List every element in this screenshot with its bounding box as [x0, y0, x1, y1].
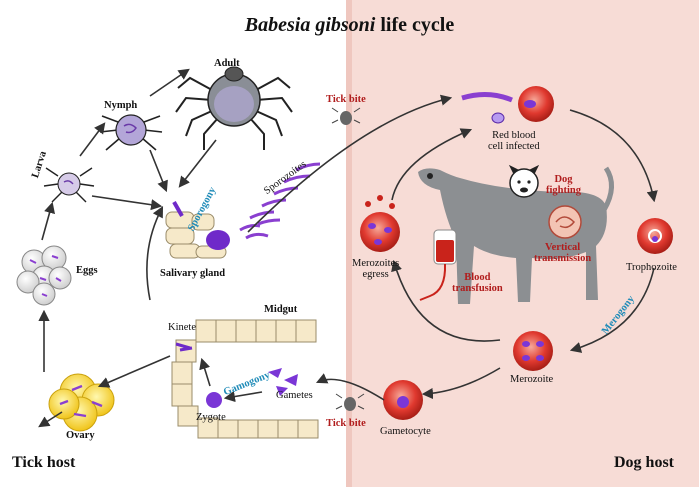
merozoites-egress-icon: [360, 195, 400, 252]
tick-cycle-arrows: [38, 68, 263, 428]
vertical-transmission-icon: [548, 205, 582, 239]
adult-tick-icon: [175, 66, 293, 150]
blood-bag-icon: [419, 229, 457, 301]
tick-host-label: Tick host: [12, 454, 76, 471]
kinete-label: Kinete: [168, 322, 196, 333]
tick-bite-label-top: Tick bite: [326, 94, 366, 105]
title-species: Babesia gibsoni: [244, 14, 376, 36]
merozoite-icon: [513, 331, 553, 371]
larva-tick-icon: [43, 167, 95, 203]
gametes-label: Gametes: [276, 390, 313, 401]
dog-host-label: Dog host: [614, 454, 675, 471]
salivary-gland-label: Salivary gland: [160, 268, 226, 279]
dog-cycle-arrows: [247, 94, 658, 401]
zygote-icon: [206, 392, 222, 408]
trophozoite-icon: [637, 218, 673, 254]
tick-bite-icon-top: [331, 107, 361, 125]
ovary-label: Ovary: [66, 430, 95, 441]
nymph-label: Nymph: [104, 100, 138, 111]
diagram-title: Babesia gibsoni life cycle: [0, 14, 699, 37]
ovary-icon: [48, 373, 115, 432]
gametes-icon: [268, 368, 298, 396]
merozoites-egress-label: Merozoites egress: [352, 258, 400, 280]
midgut-label: Midgut: [264, 304, 298, 315]
title-rest: life cycle: [375, 14, 455, 36]
eggs-cluster-icon: [16, 245, 72, 306]
vertical-transmission-label: Vertical transmission: [534, 242, 592, 264]
dog-fighting-icon: [508, 164, 540, 198]
zygote-label: Zygote: [196, 412, 226, 423]
rbc-infected-icon: [461, 86, 554, 124]
dog-fighting-label: Dog fighting: [546, 174, 582, 196]
tick-bite-label-bottom: Tick bite: [326, 418, 366, 429]
host-divider: [346, 0, 352, 487]
nymph-tick-icon: [99, 114, 163, 151]
trophozoite-label: Trophozoite: [626, 262, 677, 273]
gametocyte-icon: [383, 380, 423, 420]
eggs-label: Eggs: [76, 265, 98, 276]
midgut-icon: [171, 319, 319, 439]
gametocyte-label: Gametocyte: [380, 426, 431, 437]
blood-transfusion-label: Blood transfusion: [452, 272, 503, 294]
tick-bite-icon-bottom: [335, 393, 365, 411]
rbc-infected-label: Red blood cell infected: [488, 130, 540, 152]
merozoite-label: Merozoite: [510, 374, 554, 385]
dog-icon: [418, 166, 614, 304]
salivary-gland-icon: [165, 201, 230, 259]
adult-label: Adult: [214, 58, 240, 69]
